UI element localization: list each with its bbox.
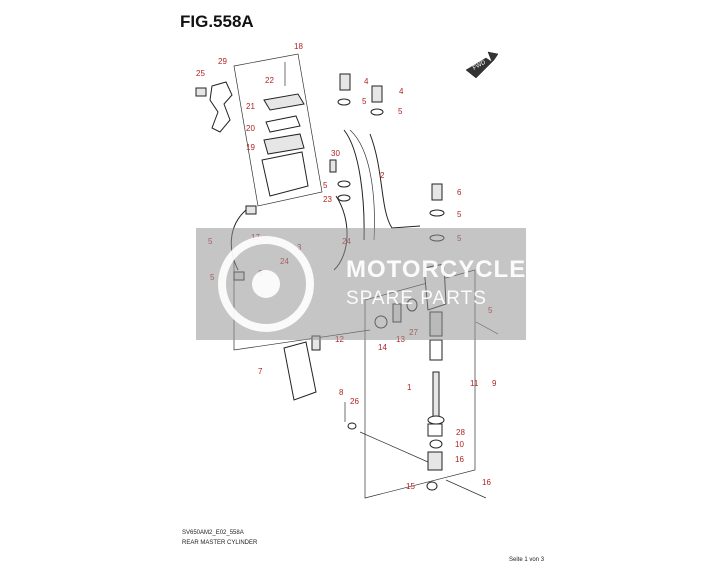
diaphragm [263,133,305,155]
brake-hose-outline [349,129,375,241]
washer [370,108,384,116]
clevis [427,451,443,471]
callout-7: 7 [258,367,263,376]
reservoir-cap [263,93,305,111]
diagram-name: REAR MASTER CYLINDER [182,540,258,546]
bolt [195,87,207,97]
callout-1: 1 [407,383,412,392]
reservoir-tank [261,151,309,197]
bracket [209,81,233,133]
callout-28: 28 [456,428,465,437]
union-bolt [371,85,383,103]
callout-26: 26 [350,397,359,406]
washer [337,180,351,188]
callout-16: 16 [482,478,491,487]
callout-4: 4 [399,87,404,96]
figure-title: FIG.558A [180,12,254,31]
reservoir-group-box [233,53,323,207]
callout-20: 20 [246,124,255,133]
union-bolt [339,73,351,91]
callout-25: 25 [196,69,205,78]
fwd-arrow-icon: FWD [465,51,499,79]
watermark-title: MOTORCYCLE [346,256,527,283]
washer [337,194,351,202]
union-bolt [431,183,443,201]
cover [283,341,317,401]
callout-5: 5 [398,107,403,116]
boot [427,423,443,437]
callout-11: 11 [470,379,479,388]
watermark-subtitle: SPARE PARTS [346,288,487,309]
callout-30: 30 [331,149,340,158]
watermark-logo-icon [218,236,314,332]
callout-4: 4 [364,77,369,86]
bolt [329,159,337,173]
callout-6: 6 [457,188,462,197]
bolt [445,479,487,499]
washer [347,422,357,430]
washer [337,98,351,106]
callout-5: 5 [323,181,328,190]
page-info: Seite 1 von 3 [509,557,545,563]
washer [429,209,445,217]
callout-8: 8 [339,388,344,397]
callout-5: 5 [457,210,462,219]
callout-2: 2 [380,171,385,180]
circlip [427,415,445,425]
nut [429,439,443,449]
piston [429,339,443,361]
hose-clamp [245,205,257,215]
brake-hose [343,129,421,241]
callout-22: 22 [265,76,274,85]
callout-5: 5 [362,97,367,106]
callout-9: 9 [492,379,497,388]
callout-21: 21 [246,102,255,111]
callout-16: 16 [455,455,464,464]
callout-18: 18 [294,42,303,51]
diagram-code: SV650AM2_E02_558A [182,530,244,536]
callout-14: 14 [378,343,387,352]
callout-23: 23 [323,195,332,204]
callout-15: 15 [406,482,415,491]
callout-19: 19 [246,143,255,152]
callout-29: 29 [218,57,227,66]
nut [426,481,438,491]
callout-10: 10 [455,440,464,449]
plate [265,115,301,133]
watermark: MOTORCYCLE SPARE PARTS [196,228,526,340]
leader-line [359,431,429,463]
piston-rod [432,371,440,419]
